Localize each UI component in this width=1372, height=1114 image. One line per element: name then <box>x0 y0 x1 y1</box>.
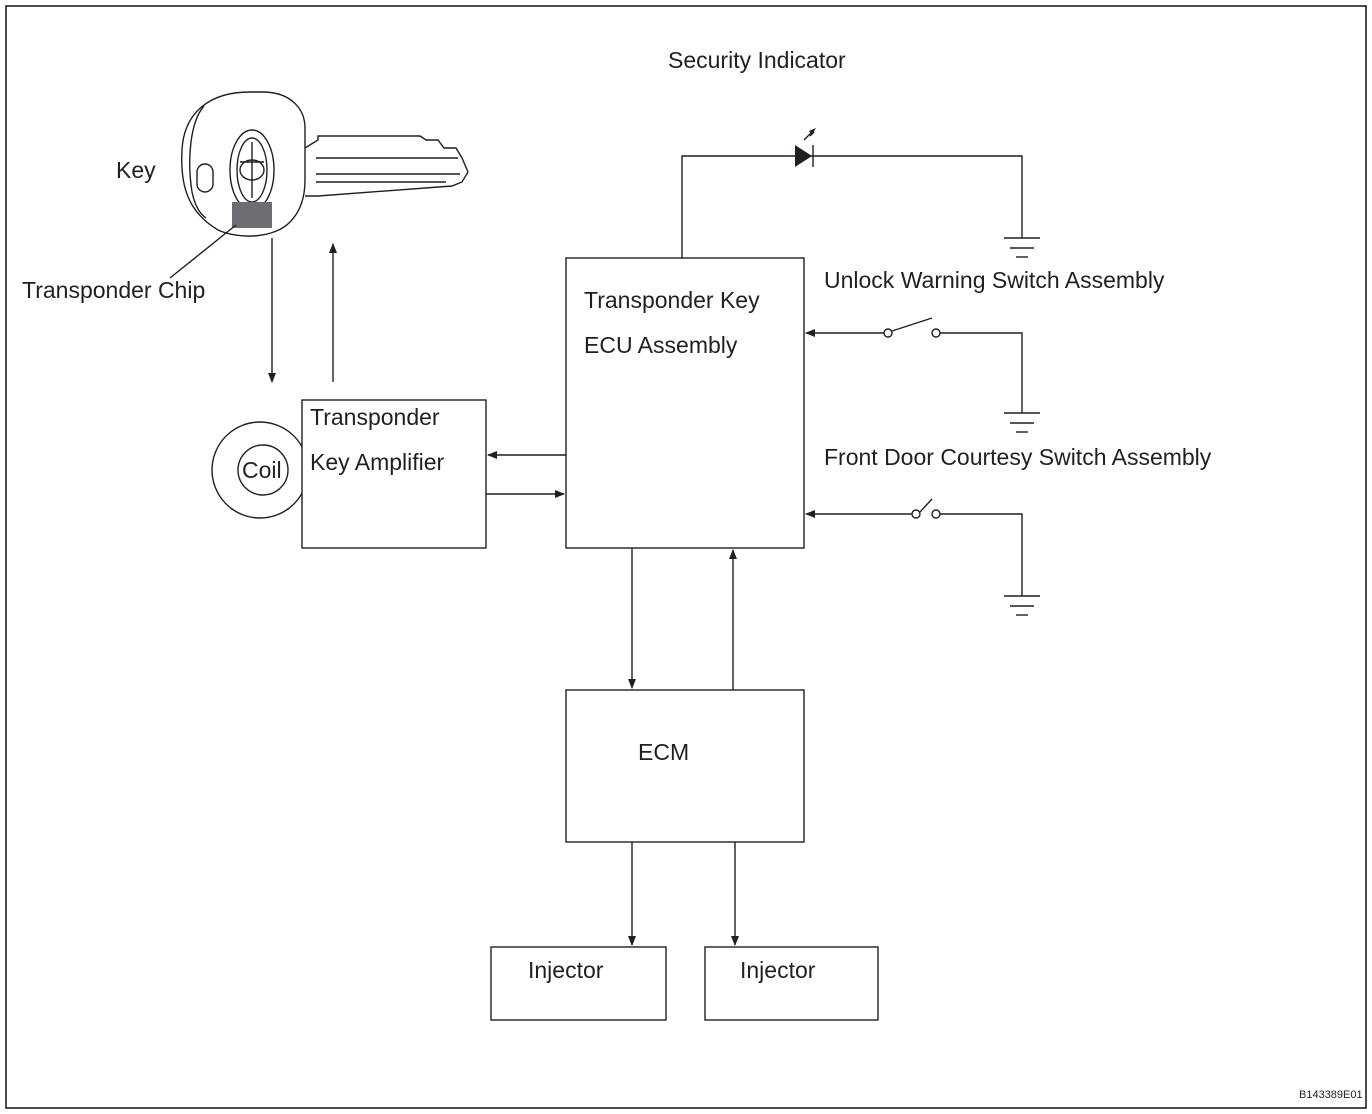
transponder-chip-icon <box>232 202 272 228</box>
ground-icon-door-switch <box>1004 595 1040 616</box>
injector-2-box <box>704 946 879 1021</box>
front-door-switch-icon <box>911 498 941 519</box>
ecu-label-line2: ECU Assembly <box>584 332 738 358</box>
security-indicator-label: Security Indicator <box>668 47 846 73</box>
transponder-chip-label: Transponder Chip <box>22 277 205 303</box>
key-icon <box>181 91 469 237</box>
unlock-warning-switch-label: Unlock Warning Switch Assembly <box>824 267 1165 293</box>
ground-icon-indicator <box>1004 237 1040 258</box>
indicator-wire <box>681 155 1023 258</box>
diagram-frame <box>5 5 1367 1109</box>
injector-1-label: Injector <box>528 957 604 983</box>
transponder-key-ecu-box <box>565 257 805 549</box>
unlock-warning-switch-icon <box>883 317 941 338</box>
chip-leader-line <box>169 224 237 279</box>
ground-icon-unlock-switch <box>1004 412 1040 433</box>
figure-code: B143389E01 <box>1299 1089 1363 1101</box>
front-door-switch-label: Front Door Courtesy Switch Assembly <box>824 444 1212 470</box>
amplifier-label-line1: Transponder <box>310 404 440 430</box>
led-icon <box>795 128 816 167</box>
door-switch-ground-wire <box>940 513 1023 596</box>
ecu-label-line1: Transponder Key <box>584 287 760 313</box>
ecm-label: ECM <box>638 739 689 765</box>
amplifier-label-line2: Key Amplifier <box>310 449 445 475</box>
injector-1-box <box>490 946 667 1021</box>
coil-label: Coil <box>242 457 282 483</box>
ecm-box <box>565 689 805 843</box>
injector-2-label: Injector <box>740 957 816 983</box>
key-label: Key <box>116 157 156 183</box>
unlock-switch-ground-wire <box>940 332 1023 413</box>
coil-inner-circle <box>237 444 289 496</box>
transponder-key-amplifier-box <box>301 399 487 549</box>
